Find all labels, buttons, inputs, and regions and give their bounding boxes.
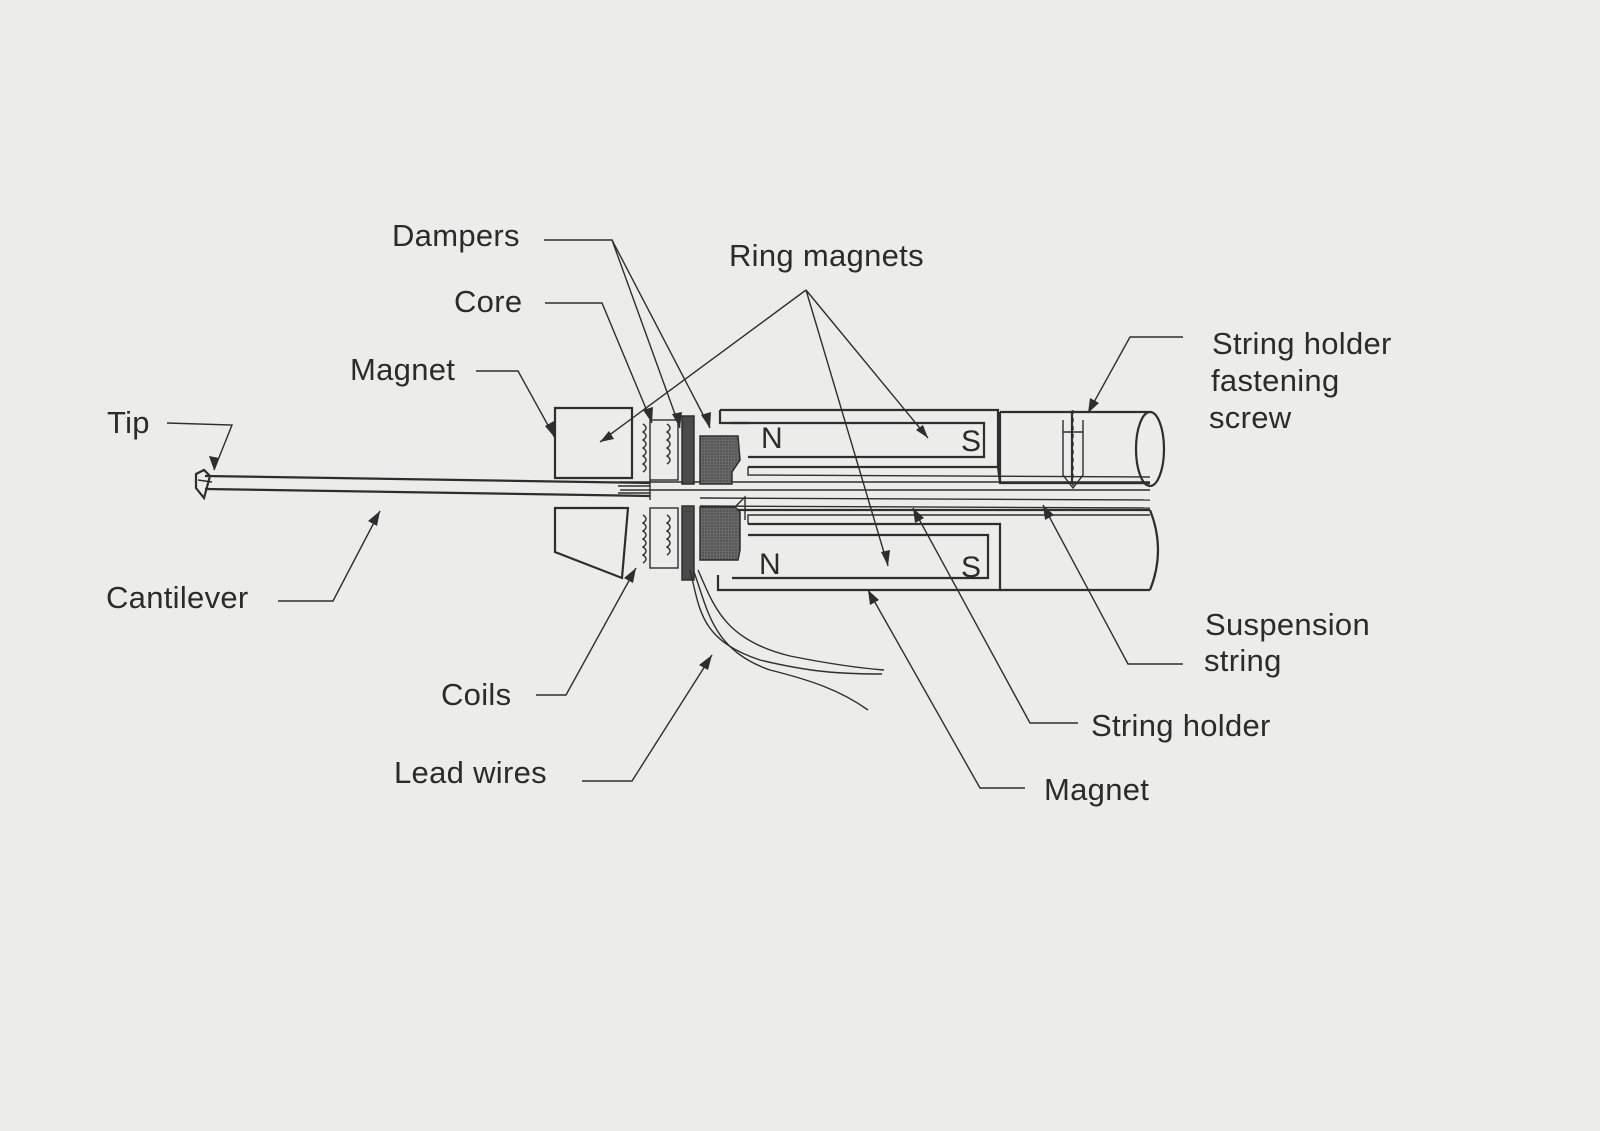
pole-n-bottom: N [759, 548, 781, 581]
ring-magnet-bottom [716, 522, 1002, 592]
label-lead-wires: Lead wires [394, 755, 547, 790]
label-magnet-left: Magnet [350, 352, 456, 387]
pole-s-top: S [961, 425, 981, 458]
label-suspension-string-line1: Suspension [1205, 607, 1371, 642]
label-core: Core [454, 284, 523, 319]
tip-stylus [194, 468, 213, 501]
dampers-blocks [699, 435, 746, 561]
label-string-holder-screw-line2: fastening [1211, 363, 1340, 398]
label-ring-magnets: Ring magnets [729, 238, 924, 273]
label-string-holder-screw-line1: String holder [1212, 326, 1392, 361]
fastening-screw [1062, 410, 1084, 490]
label-tip: Tip [107, 405, 150, 440]
pole-s-bottom: S [961, 551, 981, 584]
ring-magnet-top [718, 408, 1150, 485]
pole-n-top: N [761, 422, 783, 455]
label-magnet-bottom: Magnet [1044, 772, 1150, 807]
magnet-left-body [553, 406, 634, 580]
core-plates [681, 415, 695, 581]
label-dampers: Dampers [392, 218, 520, 253]
label-suspension-string-line2: string [1204, 643, 1282, 678]
label-string-holder: String holder [1091, 708, 1271, 743]
label-cantilever: Cantilever [106, 580, 249, 615]
cylinder-body [720, 410, 1166, 592]
lead-wires-drawing [689, 569, 885, 711]
cantilever-drawing [204, 474, 651, 500]
leader-lines [166, 239, 1183, 789]
label-string-holder-screw-line3: screw [1209, 400, 1292, 435]
label-coils: Coils [441, 677, 512, 712]
coils-drawing [641, 419, 679, 569]
